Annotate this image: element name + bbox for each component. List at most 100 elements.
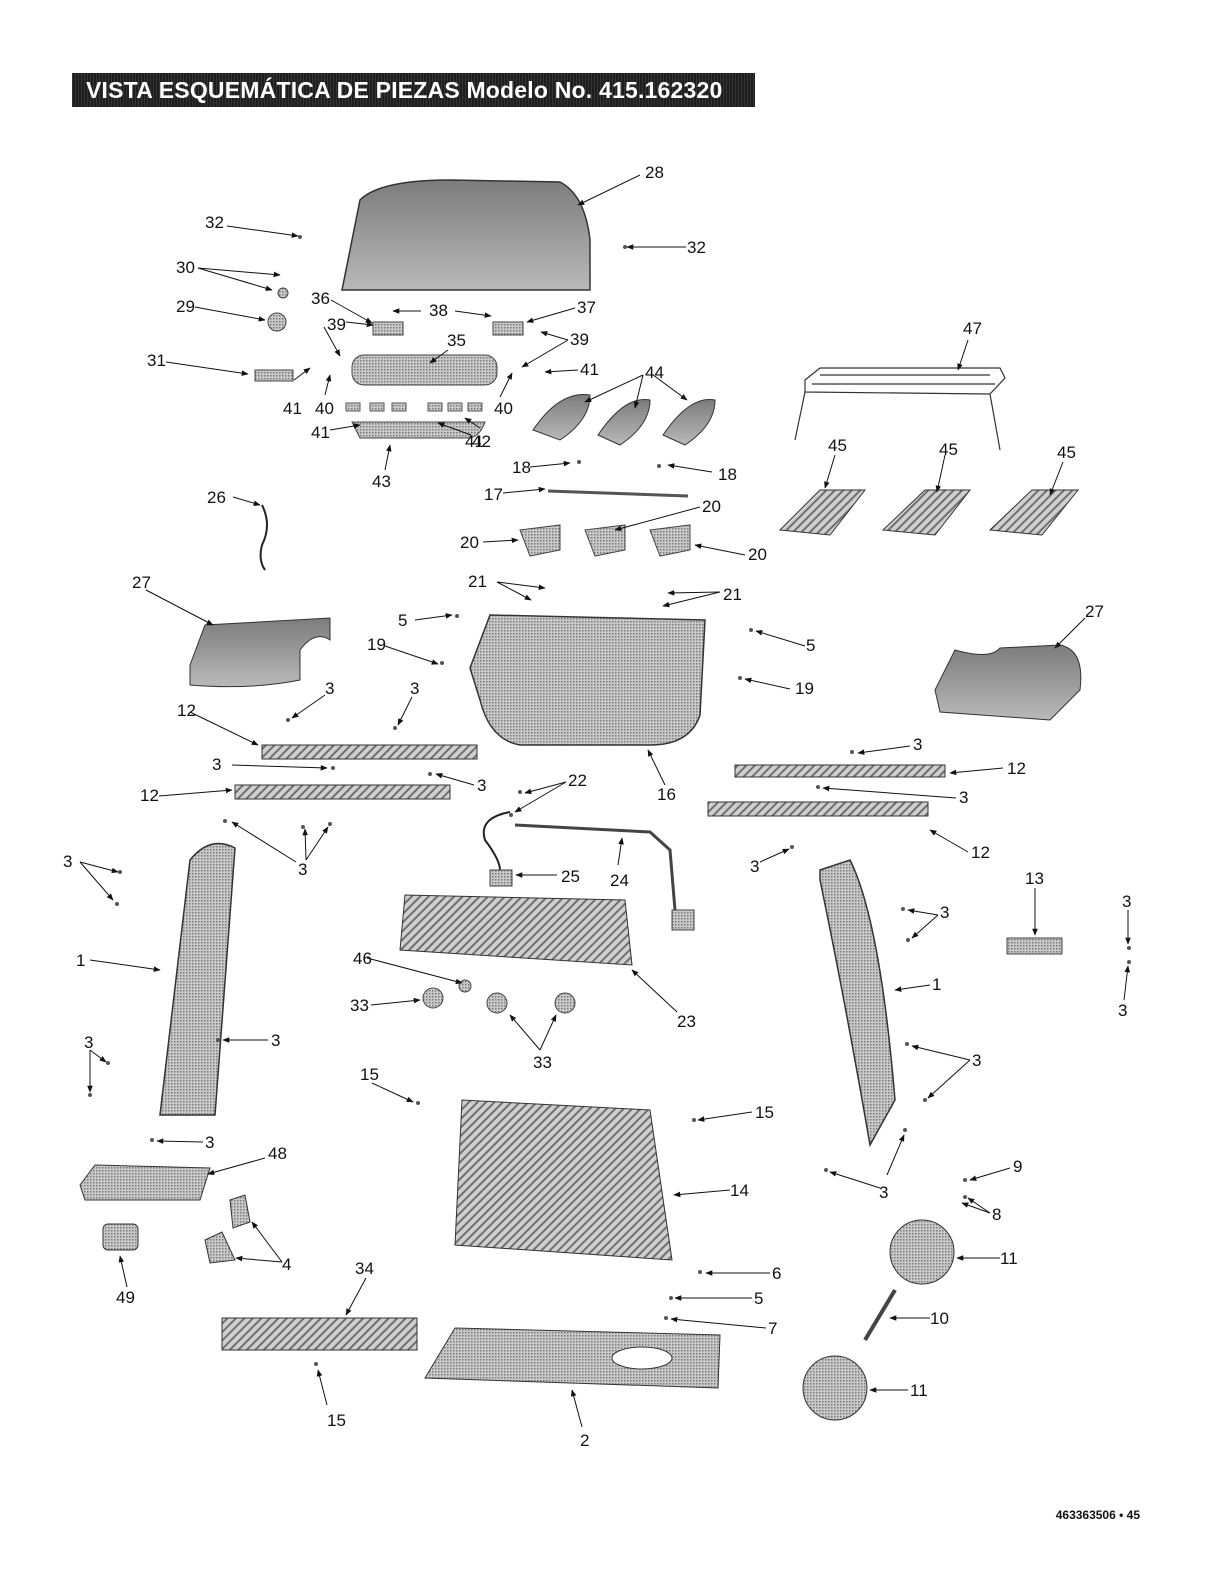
part-leg-right [819,859,896,1148]
part-igniter-wire [259,504,268,571]
label-20-right: 20 [748,545,767,564]
label-48: 48 [268,1144,287,1163]
label-3-o: 3 [972,1051,981,1070]
label-10: 10 [930,1309,949,1328]
label-45-b: 45 [939,440,958,459]
label-27-right: 27 [1085,602,1104,621]
label-12-c: 12 [140,786,159,805]
part-electrode-wire [482,811,511,871]
label-13: 13 [1025,869,1044,888]
label-17: 17 [484,485,503,504]
label-2: 2 [580,1431,589,1450]
label-23: 23 [677,1012,696,1031]
label-3-d: 3 [212,755,221,774]
label-11-upper: 11 [1000,1249,1018,1268]
label-39-right: 39 [570,330,589,349]
part-door [454,1099,673,1261]
label-31: 31 [147,351,166,370]
label-12-d: 12 [971,843,990,862]
label-12-b: 12 [1007,759,1026,778]
part-axle [863,1288,897,1342]
label-5-left: 5 [398,611,407,630]
label-32-right: 32 [687,238,706,257]
part-lid [341,179,591,291]
part-knob-30 [277,287,289,299]
label-49: 49 [116,1288,135,1307]
label-9: 9 [1013,1157,1022,1176]
label-41-c: 41 [311,423,330,442]
label-3-e: 3 [477,776,486,795]
part-bracket-36 [372,321,404,336]
part-flame-tamers [532,393,716,446]
part-front-control-panel [399,894,633,966]
part-manifold [514,823,677,911]
label-45-a: 45 [828,436,847,455]
label-47: 47 [963,319,982,338]
label-3-p: 3 [205,1133,214,1152]
part-bottom-shelf [424,1327,721,1389]
label-28: 28 [645,163,664,182]
label-3-h: 3 [63,852,72,871]
label-34: 34 [355,1259,374,1278]
part-side-shelf-left [189,617,331,688]
label-18-left: 18 [512,458,531,477]
label-19-left: 19 [367,635,386,654]
label-3-b: 3 [410,679,419,698]
part-regulator [671,909,695,931]
label-21-right: 21 [723,585,742,604]
part-firebox [469,614,706,746]
part-back-panel [221,1317,418,1351]
part-knob-46 [458,979,472,993]
part-wheel-lower [802,1355,868,1421]
part-brackets-4 [204,1194,251,1264]
label-40-right: 40 [494,399,513,418]
part-cooking-grates [778,489,1080,536]
label-32-left: 32 [205,213,224,232]
part-warming-rack [794,367,1006,451]
part-wheel-upper [889,1219,955,1285]
label-3-l: 3 [1118,1001,1127,1020]
part-control-panel [351,354,498,386]
label-38: 38 [429,301,448,320]
label-20-top: 20 [702,497,721,516]
label-15-a: 15 [360,1065,379,1084]
label-3-q: 3 [879,1183,888,1202]
part-bracket-13 [1006,937,1063,955]
label-3-f: 3 [959,788,968,807]
diagram-title: VISTA ESQUEMÁTICA DE PIEZAS Modelo No. 4… [72,73,755,107]
label-8: 8 [992,1205,1001,1224]
label-33-left: 33 [350,996,369,1015]
label-3-k: 3 [1122,892,1131,911]
label-21-left: 21 [468,572,487,591]
part-handle-31 [254,369,294,382]
label-19-right: 19 [795,679,814,698]
part-buttons-42 [345,402,483,412]
label-37: 37 [577,298,596,317]
part-igniter [489,869,513,887]
label-41-a: 41 [580,360,599,379]
label-20-left: 20 [460,533,479,552]
part-burners-20 [519,524,691,557]
part-side-shelf-right [934,644,1082,721]
label-39-left: 39 [327,315,346,334]
part-grease-cup [102,1223,139,1251]
hardware-screws [88,235,1131,1366]
part-rails-12 [234,744,946,817]
page-reference: 463363506 • 45 [1055,1508,1140,1522]
label-11-lower: 11 [910,1381,928,1400]
label-26: 26 [207,488,226,507]
label-33-bottom: 33 [533,1053,552,1072]
part-leg-left [159,842,236,1116]
label-3-n: 3 [271,1031,280,1050]
label-45-c: 45 [1057,443,1076,462]
label-12-a: 12 [177,701,196,720]
label-3-a: 3 [325,679,334,698]
label-41-d: 41 [465,432,484,451]
label-24: 24 [610,871,629,890]
label-16: 16 [657,785,676,804]
label-30: 30 [176,258,195,277]
label-15-c: 15 [327,1411,346,1430]
label-44: 44 [645,363,664,382]
label-7: 7 [768,1319,777,1338]
